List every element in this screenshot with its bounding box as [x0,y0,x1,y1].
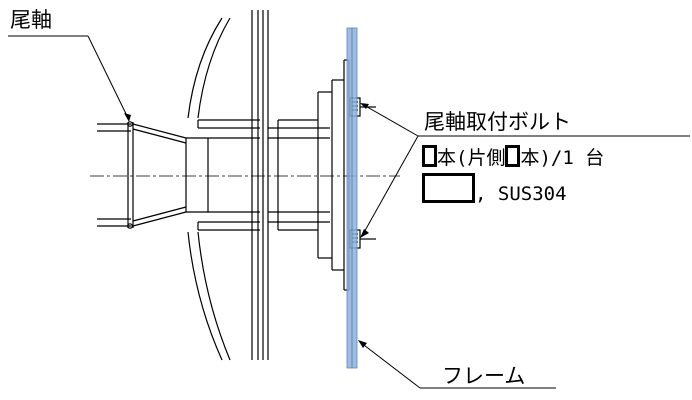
frame-label: フレーム [442,364,526,388]
blade-profile [187,17,231,361]
right-hub [268,79,344,271]
shaft-arrowhead [124,113,131,122]
frame-arrowhead [358,340,367,348]
bolt-arrowhead-lower [360,229,369,238]
bolt-spec-line1: 本(片側本)/1 台 [422,145,604,168]
frame-leader [359,341,421,389]
spec-part1: 本(片側 [437,147,506,169]
bolt-leader-lower [361,135,419,237]
shaft-tube [97,121,134,229]
spec-part2: 本)/1 台 [520,147,605,169]
shaft-leader [87,35,130,121]
shaft-cone [132,123,187,227]
bolt-leader-upper [361,103,419,137]
bolt-arrowhead-upper [360,103,369,109]
redacted-box-size [422,173,475,203]
bolt-spec-line2: , SUS304 [422,173,567,204]
redacted-box-count-total [422,145,437,167]
web-plates [251,10,269,360]
bolt-label: 尾軸取付ボルト [424,110,571,134]
spec-material: , SUS304 [475,183,567,205]
hub [185,119,260,231]
redacted-box-count-side [505,145,521,167]
shaft-label: 尾軸 [10,8,52,32]
